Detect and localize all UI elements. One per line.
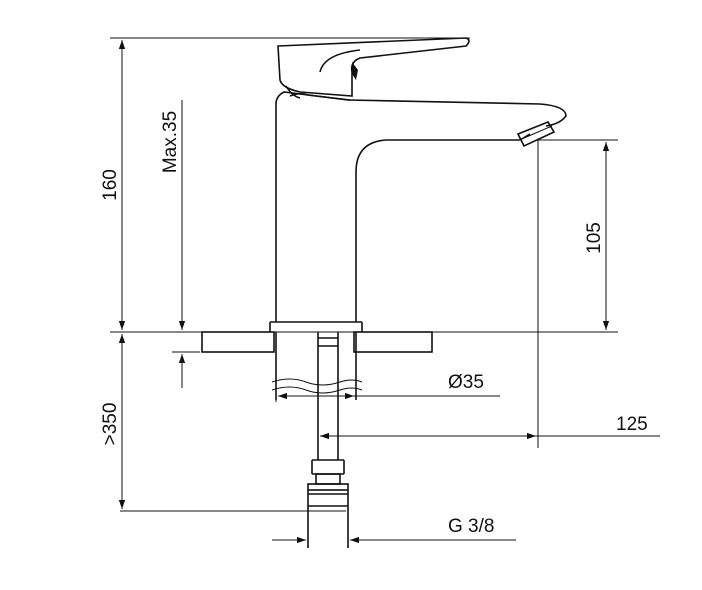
- dimension-labels: 160 Max.35 105 >350 Ø35 125 G 3/8: [100, 111, 648, 537]
- extension-lines: [110, 37, 618, 512]
- dimension-lines: [118, 40, 660, 544]
- faucet-body: [269, 91, 520, 332]
- break-lines: [271, 378, 363, 394]
- label-spout-reach: 125: [616, 414, 648, 435]
- spout: [347, 99, 567, 148]
- lever-handle: [277, 37, 470, 99]
- countertop: [201, 331, 433, 353]
- label-connection-thread: G 3/8: [448, 516, 494, 537]
- label-body-diameter: Ø35: [448, 372, 484, 393]
- label-handle-clearance: Max.35: [160, 111, 181, 173]
- supply-pipe: [275, 332, 357, 548]
- label-spout-height: 105: [584, 222, 605, 254]
- label-overall-height: 160: [100, 169, 121, 201]
- label-below-deck: >350: [100, 403, 121, 446]
